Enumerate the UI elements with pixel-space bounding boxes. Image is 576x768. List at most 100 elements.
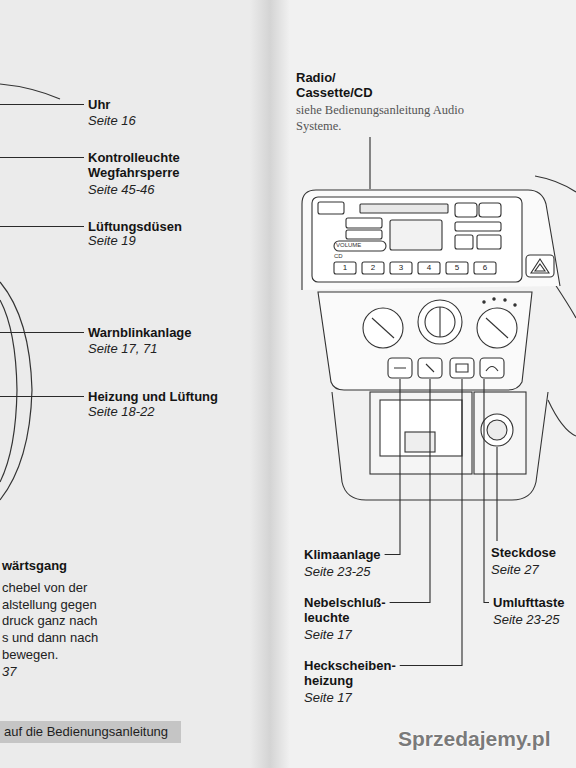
dashboard-edge — [548, 400, 576, 436]
page-reference: 37 — [2, 664, 16, 679]
preset-number: 6 — [474, 263, 496, 273]
section-heading: wärtsgang — [2, 558, 67, 573]
console-housing — [332, 392, 548, 500]
radio-display — [390, 220, 442, 250]
page-reference: Seite 23-25 — [493, 612, 560, 627]
part-name: Nebelschluß- leuchte — [304, 595, 400, 625]
part-name: Warnblinkanlage — [88, 325, 192, 340]
page-reference: Seite 18-22 — [88, 404, 155, 419]
hazard-triangle — [535, 264, 545, 271]
leader-line — [0, 157, 84, 158]
page-reference: Seite 17, 71 — [88, 341, 157, 356]
preset-button — [446, 262, 468, 274]
leader-line — [400, 379, 462, 666]
dashboard-edge — [0, 84, 60, 99]
leader-line — [496, 447, 497, 541]
leader-line — [0, 332, 84, 333]
socket-panel — [474, 392, 526, 474]
preset-number: 4 — [418, 263, 440, 273]
storage-tray — [370, 392, 472, 474]
page-reference: Seite 17 — [304, 627, 352, 642]
body-text: alstellung gegen — [2, 597, 97, 612]
note: siehe Bedienungsanleitung Audio Systeme. — [296, 102, 471, 134]
preset-number: 1 — [334, 263, 356, 273]
page-reference: Seite 23-25 — [304, 564, 371, 579]
power-socket — [487, 420, 507, 440]
part-name: Heizung und Lüftung — [88, 389, 218, 404]
recirculation-button — [480, 358, 504, 378]
radio-button — [455, 235, 473, 249]
part-name: Heckscheiben- heizung — [304, 658, 408, 688]
cassette-slot — [360, 204, 448, 213]
dashboard-edge — [535, 176, 576, 192]
page-reference: Seite 17 — [304, 690, 352, 705]
watermark: Sprzedajemy.pl — [398, 727, 551, 751]
fan-tick — [514, 304, 516, 306]
page-reference: Seite 19 — [88, 233, 136, 248]
body-text: druck ganz nach — [2, 613, 97, 628]
leader-line — [390, 379, 430, 603]
fan-tick — [504, 299, 506, 301]
knob-inner — [425, 307, 455, 337]
page-reference: Seite 16 — [88, 113, 136, 128]
knob-grip — [439, 307, 440, 337]
leader-line — [369, 137, 370, 189]
preset-button — [334, 262, 356, 274]
preset-button — [418, 262, 440, 274]
body-text: chebel von der — [2, 580, 87, 595]
leader-line — [385, 379, 400, 555]
body-text: bewegen. — [2, 647, 58, 662]
part-name: Kontrolleuchte Wegfahrsperre — [88, 150, 213, 180]
part-name: Klimaanlage — [304, 547, 381, 562]
steering-wheel-rim — [0, 300, 17, 482]
knob-grip — [372, 318, 394, 338]
leader-line — [0, 226, 84, 227]
radio-button — [455, 203, 477, 217]
fan-knob — [477, 308, 517, 348]
part-name: Umlufttaste — [493, 595, 565, 610]
control-label: CD — [334, 253, 343, 260]
leader-line — [0, 104, 84, 105]
preset-number: 3 — [390, 263, 412, 273]
hazard-triangle — [531, 259, 549, 273]
preset-button — [362, 262, 384, 274]
part-name: Uhr — [88, 97, 110, 112]
page-reference: Seite 45-46 — [88, 182, 155, 197]
fan-tick — [483, 301, 485, 303]
power-socket — [481, 414, 513, 446]
part-name: Lüftungsdüsen — [88, 219, 182, 234]
temperature-knob — [363, 308, 403, 348]
leader-line — [484, 379, 489, 603]
preset-number: 5 — [446, 263, 468, 273]
rear-heater-button — [450, 358, 474, 378]
radio-button — [477, 235, 501, 249]
button-icon — [394, 364, 498, 372]
part-name: Steckdose — [491, 545, 556, 560]
volume-control — [334, 241, 386, 251]
right-page — [265, 0, 576, 768]
left-page — [0, 0, 265, 768]
climate-panel — [318, 292, 532, 390]
preset-button — [474, 262, 496, 274]
radio-button — [455, 222, 501, 231]
preset-number: 2 — [362, 263, 384, 273]
tray-inside — [380, 400, 462, 456]
radio-button — [346, 230, 382, 239]
radio-unit — [312, 197, 522, 282]
hazard-button — [526, 255, 554, 277]
radio-button — [479, 203, 501, 217]
preset-button — [390, 262, 412, 274]
footer-band: auf die Bedienungsanleitung — [0, 721, 181, 743]
control-label: VOLUME — [336, 242, 384, 249]
page-reference: Seite 27 — [491, 562, 539, 577]
radio-button — [318, 202, 344, 214]
console-bezel — [302, 190, 560, 290]
part-name: Radio/ Cassette/CD — [296, 70, 406, 100]
band-text: auf die Bedienungsanleitung — [4, 724, 169, 740]
leader-line — [0, 396, 84, 397]
air-distribution-knob — [418, 300, 462, 344]
body-text: s und dann nach — [2, 630, 98, 645]
